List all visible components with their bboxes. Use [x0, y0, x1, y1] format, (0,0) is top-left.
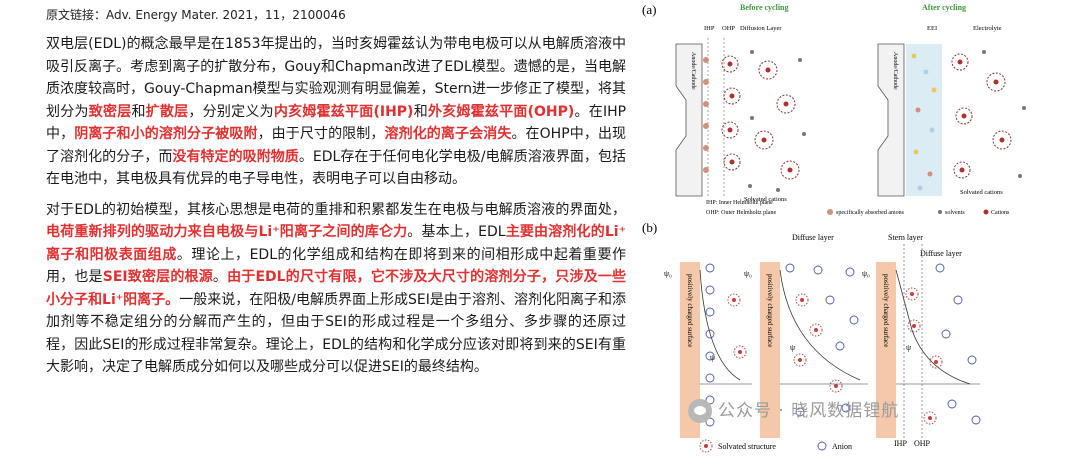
solvated-cations-after: Solvated cations: [960, 189, 1003, 196]
electrolyte-label: Electrolyte: [973, 25, 1002, 32]
highlight-text: 主要由溶剂化的Li⁺离子和阳极表面组成: [46, 224, 626, 263]
solvated-structure-label: Solvated structure: [718, 442, 776, 451]
highlight-text: 由于EDL的尺寸有限，它不涉及大尺寸的溶剂分子，只涉及一些小分子和Li⁺阳离子。: [46, 269, 627, 308]
legend-solvents: solvents: [945, 210, 965, 216]
before-ions: [703, 50, 806, 192]
watermark: 公众号 · 晓风数据锂航: [688, 396, 899, 423]
body-text: 。基本上，EDL: [407, 224, 506, 240]
cation-legend-icon: [983, 209, 989, 215]
psi0-2: ψ₀: [744, 269, 752, 278]
anion-legend-icon: [827, 209, 833, 215]
legend-anions: specifically absorbed anions: [836, 209, 905, 216]
psi-2: ψ: [790, 343, 795, 352]
highlight-text: SEI致密层的根源: [102, 269, 213, 285]
electrode-b1: [680, 262, 700, 438]
body-text: 对于EDL的初始模型，其核心思想是电荷的重排和积累都发生在电极与电解质溶液的界面…: [46, 201, 626, 218]
body-text: 双电层(EDL)的概念最早是在1853年提出的，当时亥姆霍兹认为带电电极可以从电…: [46, 36, 626, 120]
electrode-after-label: Anode/Cathode: [892, 52, 898, 90]
highlight-text: 内亥姆霍兹平面(IHP): [273, 103, 414, 120]
electrode-b3: [876, 262, 896, 438]
article-text: 原文链接：Adv. Energy Mater. 2021，11，2100046 …: [46, 6, 626, 387]
watermark-text: 公众号 · 晓风数据锂航: [718, 401, 900, 421]
highlight-text: 没有特定的吸附物质: [172, 148, 299, 165]
body-text: 一般来说，在阳极/电解质界面上形成SEI是由于溶剂、溶剂化阳离子和添加剂等不稳定…: [46, 291, 627, 376]
anion-label: Anion: [832, 442, 852, 451]
legend-ihp: IHP: Inner Helmholtz plane: [706, 200, 773, 206]
body-text: 。EDL存在于任何电化学电极/电解质溶液界面，包括在电池中，其电极具有优异的电子…: [46, 148, 626, 188]
solvated-markers: [727, 287, 943, 425]
body-text: 。: [212, 269, 228, 285]
electrode-after: [877, 43, 905, 197]
electrode-before: [675, 43, 703, 197]
highlight-text: 阴离子和小的溶剂分子被吸附: [74, 126, 258, 142]
edl-figure-svg: (a) Before cycling After cycling IHP OHP…: [642, 2, 1026, 453]
solvated-cations-before: Solvated cations: [744, 196, 787, 203]
body-text: 。在IHP中，: [46, 103, 627, 143]
paragraph-2: 对于EDL的初始模型，其核心思想是电荷的重排和积累都发生在电极与电解质溶液的界面…: [46, 199, 626, 379]
wechat-icon: [688, 399, 712, 423]
psi0-1: ψ₀: [664, 269, 672, 278]
potential-curve-3: [895, 269, 971, 385]
highlight-text: 外亥姆霍兹平面(OHP): [427, 103, 575, 120]
psi-3: ψ: [906, 343, 911, 352]
legend-ohp: OHP: Outer Helmholtz plane: [706, 210, 776, 216]
ihp-b-label: IHP: [894, 439, 907, 448]
solvated-legend-icon: [699, 439, 713, 453]
highlight-text: 溶剂化的离子会消失: [384, 126, 512, 142]
eei-label: EEI: [927, 25, 937, 32]
diffuse-layer-2: Diffuse layer: [920, 249, 962, 258]
after-cycling: After cycling: [922, 3, 966, 12]
diffuse-layer-1: Diffuse layer: [792, 233, 834, 242]
legend-cations: Cations: [991, 210, 1010, 216]
highlight-text: 电荷重新排列的驱动力来自电极与Li⁺阳离子之间的库仑力: [46, 224, 408, 240]
body-text: 。理论上，EDL的化学组成和结构在即将到来的间相形成中起着重要作用，也是: [46, 246, 626, 286]
potential-curve-2: [779, 269, 861, 381]
pos-surface-3: positively charged surface: [882, 274, 890, 347]
ohp-label: OHP: [722, 25, 735, 32]
before-cycling: Before cycling: [740, 3, 789, 12]
body-text: 和: [131, 103, 146, 120]
ihp-label: IHP: [704, 25, 715, 32]
body-text: 。在OHP中，出现了溶剂化的分子，而: [46, 126, 627, 165]
potential-curve-1: [699, 269, 741, 381]
edl-figure: (a) Before cycling After cycling IHP OHP…: [640, 0, 1080, 460]
diffusion-layer-label: Diffusion Layer: [740, 25, 782, 32]
pos-surface-2: positively charged surface: [766, 274, 774, 347]
body-text: ，分别定义为: [188, 103, 274, 120]
anion-legend-icon-b: [817, 441, 827, 451]
electrode-before-label: Anode/Cathode: [690, 52, 696, 90]
paragraph-1: 双电层(EDL)的概念最早是在1853年提出的，当时亥姆霍兹认为带电电极可以从电…: [46, 33, 626, 191]
highlight-text: 致密层: [88, 103, 132, 120]
label-b: (b): [642, 220, 657, 235]
body-text: ，由于尺寸的限制，: [257, 126, 385, 142]
after-ions: [911, 50, 1026, 191]
anion-markers: [705, 263, 981, 427]
stern-layer: Stern layer: [888, 233, 923, 242]
ohp-b-label: OHP: [914, 439, 931, 448]
pos-surface-1: positively charged surface: [686, 274, 694, 347]
solvent-legend-icon: [938, 210, 942, 214]
eei-layer: [906, 44, 942, 196]
body-text: 和: [413, 103, 428, 120]
psi-1: ψ: [710, 353, 715, 362]
electrode-b2: [760, 262, 780, 438]
psi0-3: ψ₀: [862, 269, 870, 278]
label-a: (a): [642, 2, 656, 17]
source-link: 原文链接：Adv. Energy Mater. 2021，11，2100046: [46, 8, 346, 22]
highlight-text: 扩散层: [145, 103, 189, 120]
